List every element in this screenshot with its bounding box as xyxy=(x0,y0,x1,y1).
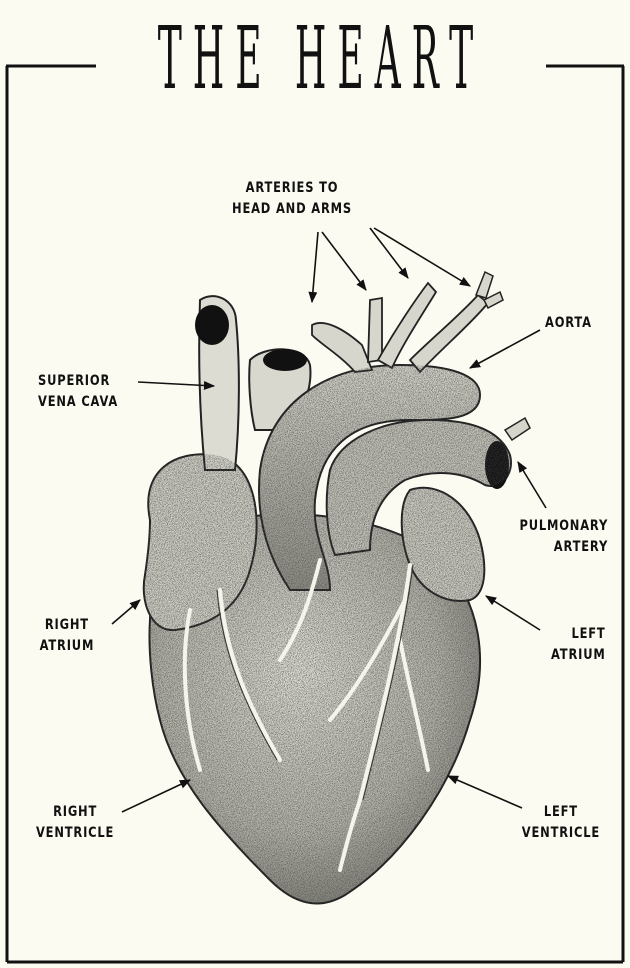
arrow-right-atrium xyxy=(112,600,140,624)
label-left-ventricle-line-2: VENTRICLE xyxy=(516,823,606,844)
label-left-atrium-line-1: LEFT xyxy=(551,624,606,645)
label-left-atrium-line-2: ATRIUM xyxy=(551,645,606,666)
label-right-atrium: RIGHT ATRIUM xyxy=(30,615,104,657)
arrow-head-arms-4 xyxy=(374,228,470,286)
label-aorta: AORTA xyxy=(545,313,592,334)
label-arteries-to-head-and-arms: ARTERIES TO HEAD AND ARMS xyxy=(222,178,361,220)
arrow-right-ventricle xyxy=(122,780,190,812)
label-pulmonary-line-2: ARTERY xyxy=(519,537,608,558)
arrow-head-arms-1 xyxy=(312,232,318,302)
label-arteries-line-1: ARTERIES TO xyxy=(222,178,361,199)
label-aorta-line-1: AORTA xyxy=(545,313,592,334)
arrow-head-arms-3 xyxy=(370,228,408,278)
label-pulmonary-artery: PULMONARY ARTERY xyxy=(519,516,608,558)
arrow-aorta xyxy=(470,330,540,368)
arrow-superior-vena-cava xyxy=(138,382,214,386)
label-svc-line-2: VENA CAVA xyxy=(38,392,118,413)
label-svc-line-1: SUPERIOR xyxy=(38,371,118,392)
label-left-atrium: LEFT ATRIUM xyxy=(551,624,606,666)
label-left-ventricle-line-1: LEFT xyxy=(516,802,606,823)
label-pulmonary-line-1: PULMONARY xyxy=(519,516,608,537)
arrow-left-atrium xyxy=(486,596,540,630)
label-right-ventricle-line-1: RIGHT xyxy=(30,802,120,823)
label-right-ventricle: RIGHT VENTRICLE xyxy=(30,802,120,844)
label-right-atrium-line-2: ATRIUM xyxy=(30,636,104,657)
label-right-atrium-line-1: RIGHT xyxy=(30,615,104,636)
label-arteries-line-2: HEAD AND ARMS xyxy=(222,199,361,220)
arrow-head-arms-2 xyxy=(322,232,366,290)
arrow-pulmonary-artery xyxy=(518,462,546,508)
label-superior-vena-cava: SUPERIOR VENA CAVA xyxy=(38,371,118,413)
label-left-ventricle: LEFT VENTRICLE xyxy=(516,802,606,844)
arrow-left-ventricle xyxy=(448,776,522,808)
label-right-ventricle-line-2: VENTRICLE xyxy=(30,823,120,844)
